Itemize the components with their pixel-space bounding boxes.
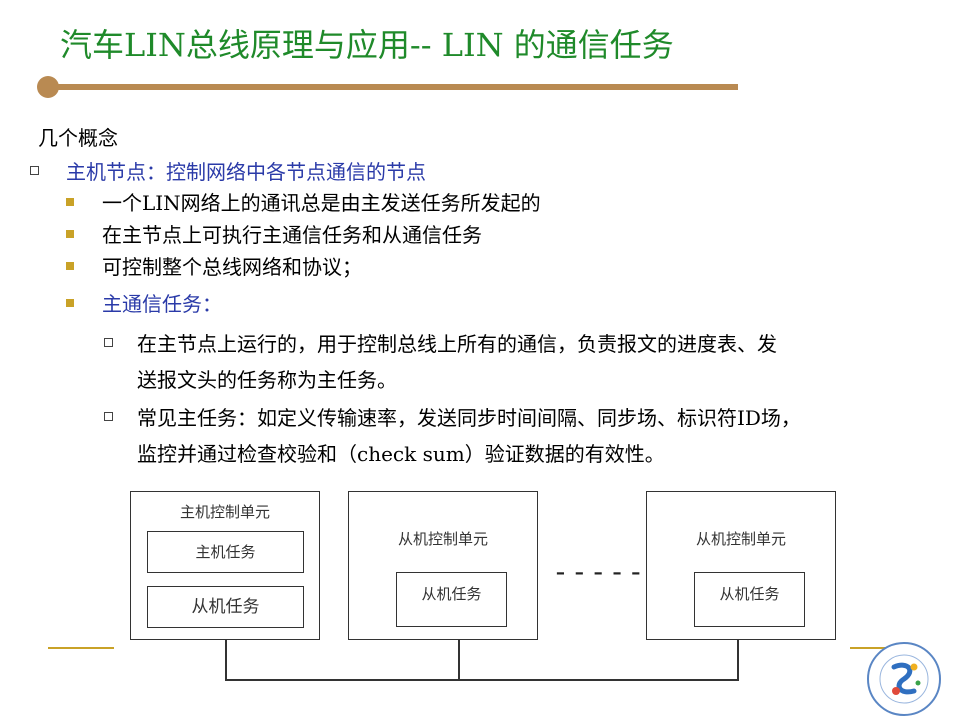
gold-bullet-icon [66, 230, 74, 238]
bus-drop-slave2 [737, 638, 739, 680]
section-heading: 几个概念 [38, 126, 118, 150]
master-task-label: 主通信任务： [102, 292, 222, 316]
lin-bus-line [225, 679, 739, 681]
common-tasks-line1: 常见主任务：如定义传输速率，发送同步时间间隔、同步场、标识符ID场， [137, 406, 801, 430]
footer-rule-left [48, 647, 114, 649]
square-bullet-icon [104, 412, 113, 421]
school-logo-icon [867, 642, 941, 716]
slave-unit-1-title: 从机控制单元 [397, 530, 488, 548]
master-task-desc-line2: 送报文头的任务称为主任务。 [137, 368, 397, 392]
master-task-box: 主机任务 [147, 531, 304, 573]
slide-title: 汽车LIN总线原理与应用-- LIN 的通信任务 [60, 26, 674, 64]
gold-bullet-icon [66, 262, 74, 270]
slave-task-box-2: 从机任务 [694, 572, 805, 627]
slave-task-box-1: 从机任务 [396, 572, 507, 627]
gold-bullet-icon [66, 299, 74, 307]
bus-drop-slave1 [458, 638, 460, 680]
master-task-desc-line1: 在主节点上运行的，用于控制总线上所有的通信，负责报文的进度表、发 [137, 332, 777, 356]
square-bullet-icon [104, 338, 113, 347]
slave-unit-2-title: 从机控制单元 [695, 530, 786, 548]
master-unit-title: 主机控制单元 [179, 503, 270, 521]
square-bullet-icon [30, 166, 39, 175]
bullet-item: 可控制整个总线网络和协议； [102, 255, 362, 279]
more-slaves-ellipsis: ----- [552, 555, 647, 588]
common-tasks-line2: 监控并通过检查校验和（check sum）验证数据的有效性。 [137, 442, 665, 466]
title-decoration-bar [48, 84, 738, 90]
slave-task-box-in-master: 从机任务 [147, 586, 304, 628]
footer-rule-right [850, 647, 914, 649]
bullet-item: 一个LIN网络上的通讯总是由主发送任务所发起的 [102, 191, 541, 215]
bullet-item: 在主节点上可执行主通信任务和从通信任务 [102, 223, 482, 247]
bus-drop-master [225, 638, 227, 680]
level1-master-node: 主机节点：控制网络中各节点通信的节点 [66, 160, 426, 184]
gold-bullet-icon [66, 198, 74, 206]
